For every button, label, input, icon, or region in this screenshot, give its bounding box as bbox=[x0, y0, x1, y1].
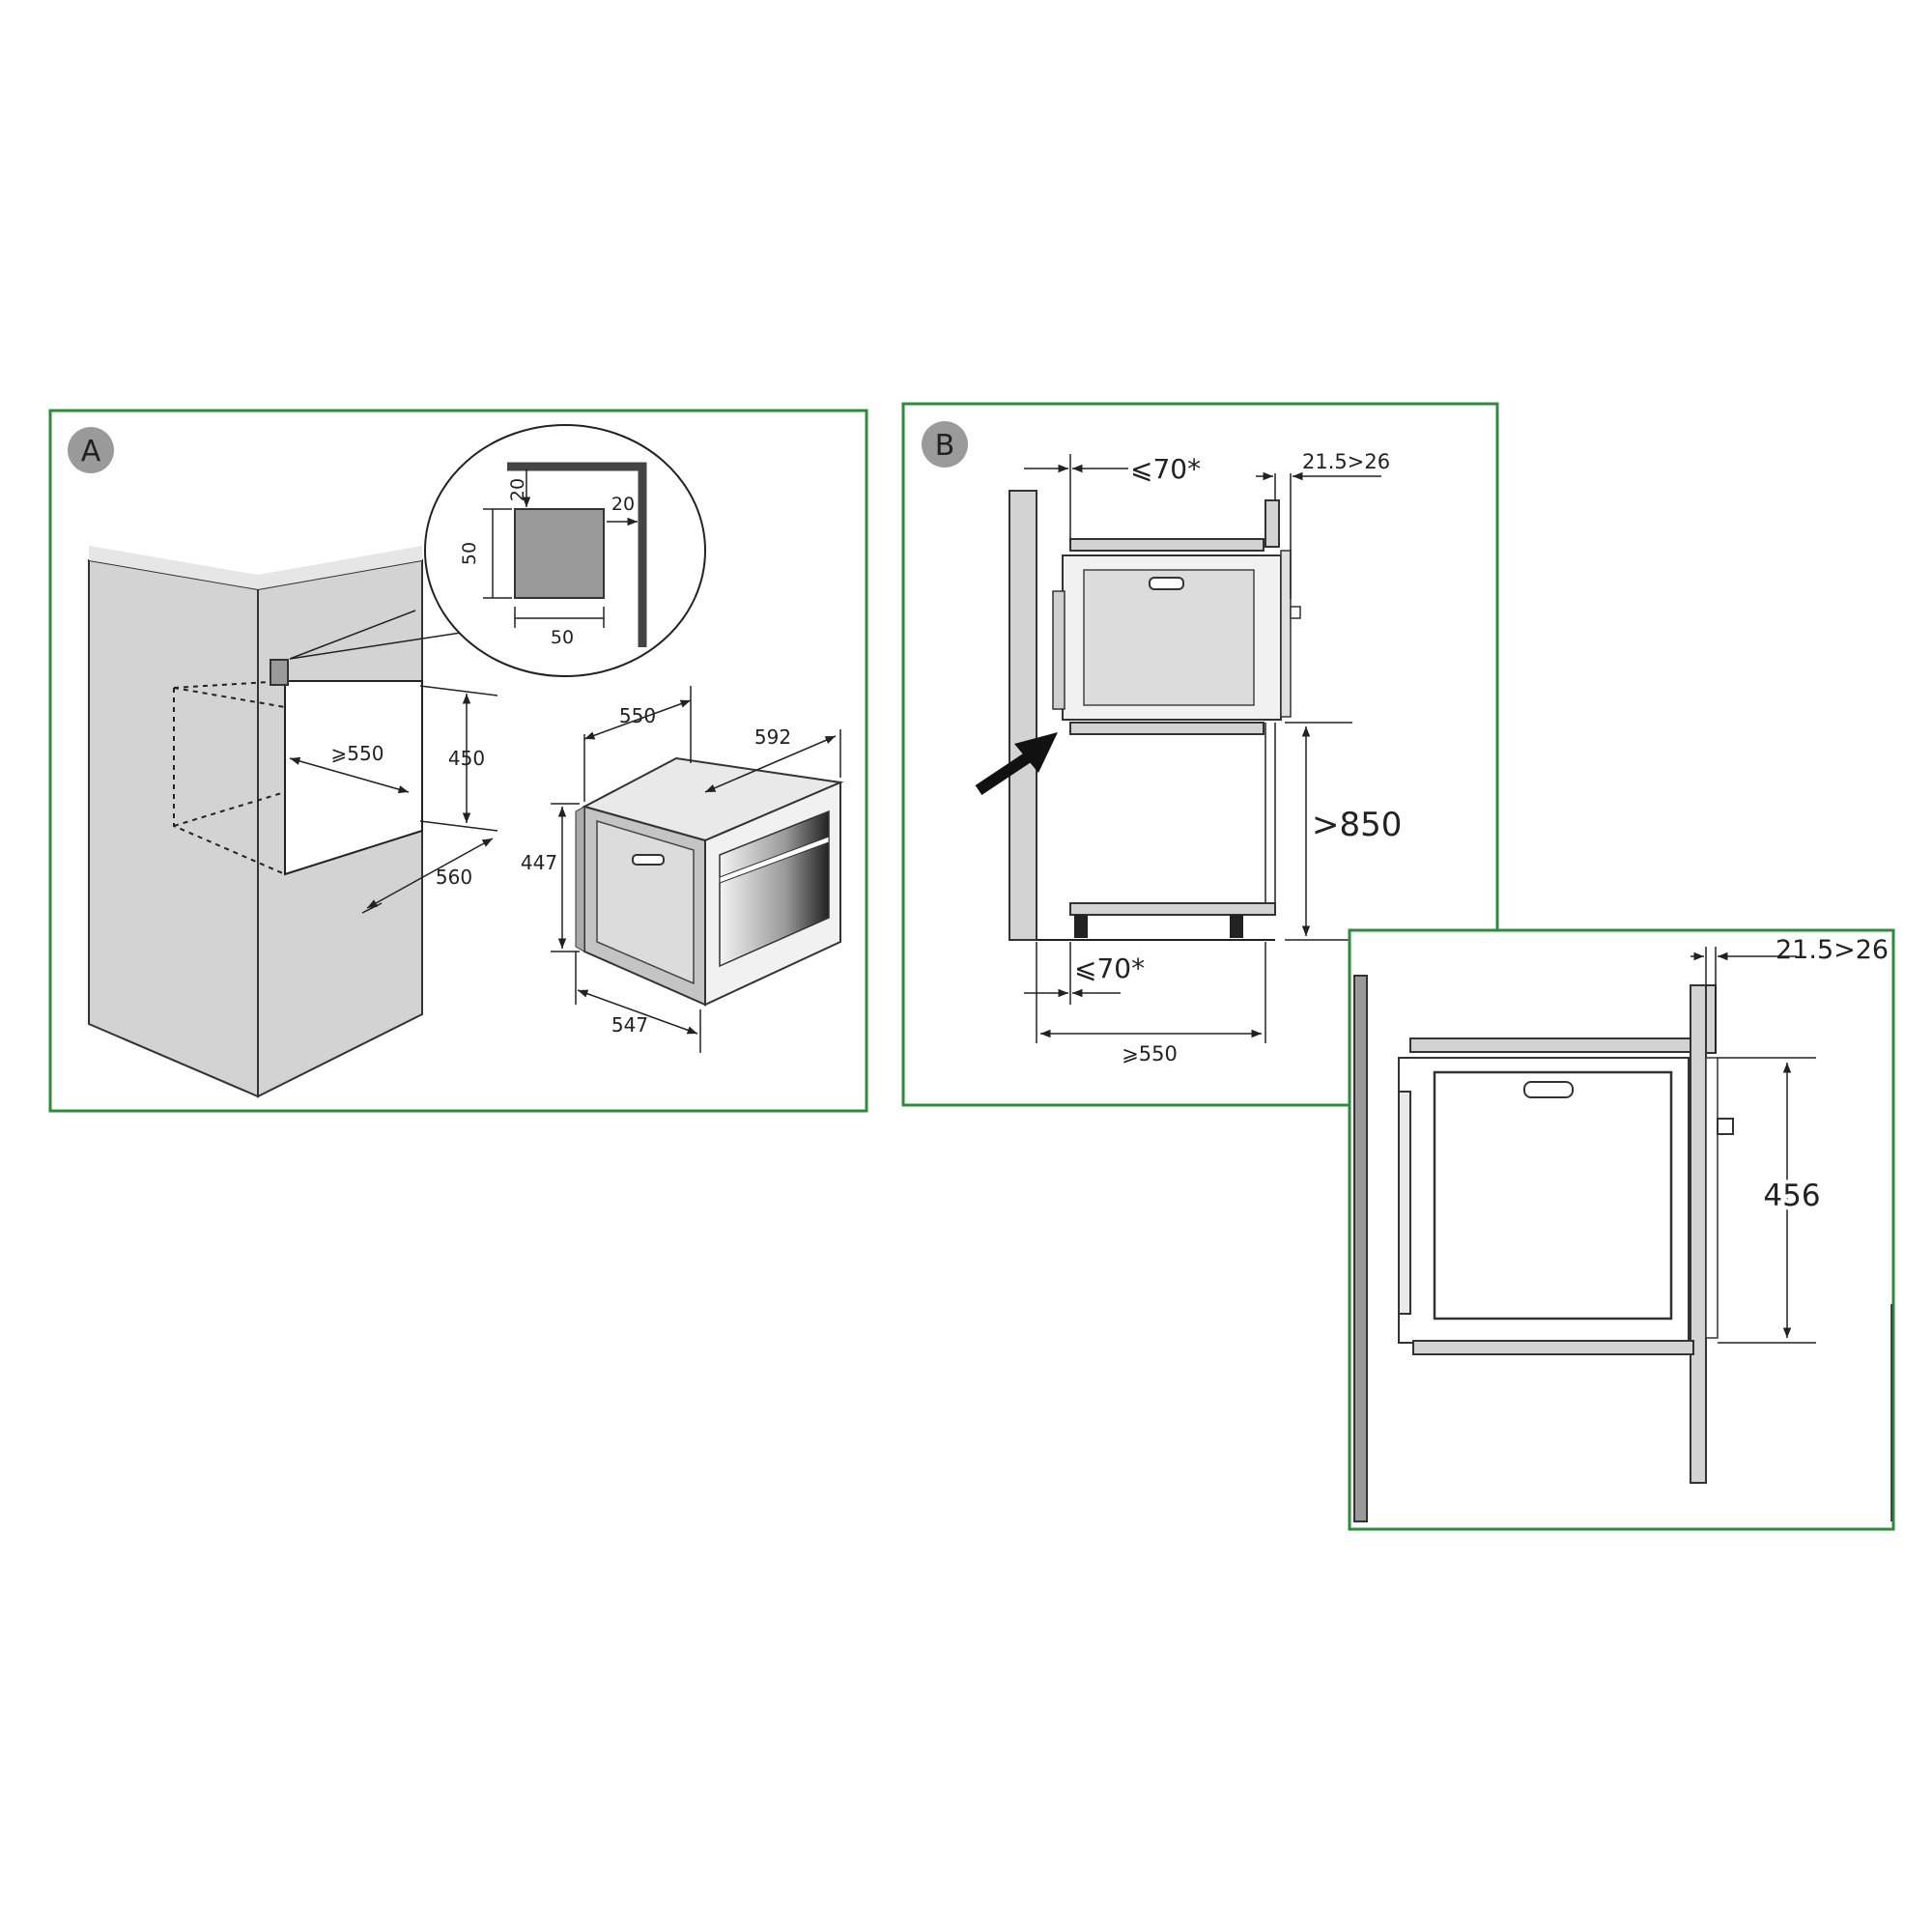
panel-a-badge: A bbox=[81, 435, 101, 469]
b-flange-label: 21.5>26 bbox=[1302, 450, 1390, 473]
oven-width-label: 592 bbox=[754, 725, 791, 749]
b-bottom-gap-label: ⩽70* bbox=[1074, 952, 1145, 984]
oven-depth-bottom-label: 547 bbox=[611, 1013, 648, 1037]
panel-zoom: 21.5>26 456 bbox=[1348, 928, 1895, 1531]
oven-illustration: 550 592 447 547 bbox=[521, 686, 844, 1053]
cabinet-height-label: 450 bbox=[448, 747, 485, 770]
zoom-height-label: 456 bbox=[1763, 1179, 1820, 1213]
detail-height: 50 bbox=[459, 542, 480, 565]
panel-b-badge: B bbox=[935, 429, 955, 463]
zoom-flange-label: 21.5>26 bbox=[1776, 935, 1889, 965]
cabinet-illustration: ⩾550 450 560 bbox=[88, 546, 498, 1098]
b-top-gap-label: ⩽70* bbox=[1130, 453, 1201, 485]
cabinet-width-label: 560 bbox=[436, 866, 472, 889]
detail-callout: 20 20 50 50 bbox=[424, 424, 706, 677]
panel-a: A ⩾550 450 bbox=[48, 409, 868, 1113]
detail-right-gap: 20 bbox=[611, 494, 635, 515]
oven-height-label: 447 bbox=[521, 851, 557, 874]
oven-depth-top-label: 550 bbox=[619, 704, 656, 727]
panel-b-badge-circle bbox=[922, 421, 968, 468]
side-section-illustration bbox=[975, 490, 1301, 941]
b-height-label: >850 bbox=[1312, 806, 1402, 844]
detail-width: 50 bbox=[551, 627, 574, 648]
b-depth-label: ⩾550 bbox=[1122, 1042, 1178, 1065]
panel-a-badge-circle bbox=[68, 427, 114, 473]
detail-top-gap: 20 bbox=[507, 478, 528, 501]
cabinet-depth-label: ⩾550 bbox=[331, 742, 384, 765]
